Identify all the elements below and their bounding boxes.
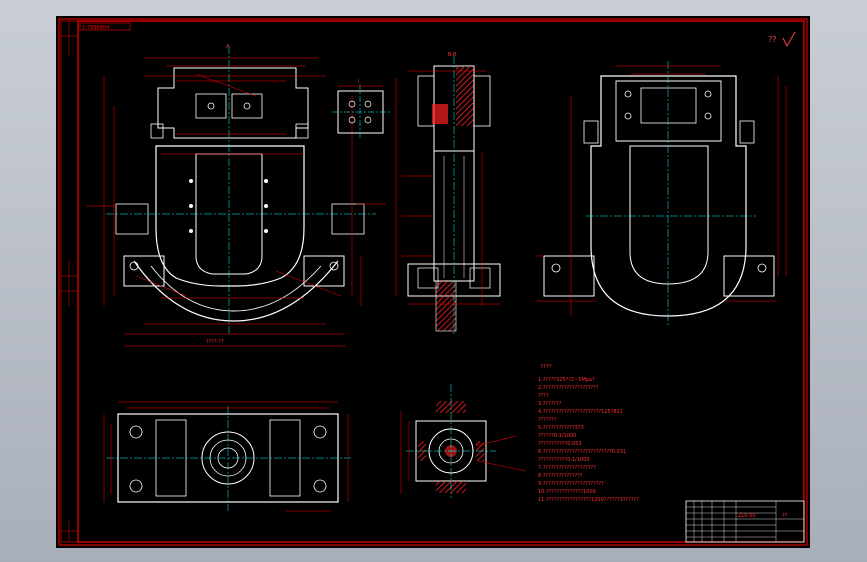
roughness-symbol [782,31,796,48]
technical-notes: ???? 1.?????325??2~5Mpa? 2.?????????????… [538,364,639,503]
small-detail-label: I [358,79,359,85]
title-block: ZL0-00 ?? [685,500,805,543]
note-line: 11.?????????????????1200??????3?????? [538,497,639,503]
plan-view [103,401,351,512]
note-line: 9.??????????????????????? [538,481,604,487]
right-side-view [536,61,787,326]
note-line: ???? [538,393,549,399]
small-detail-view: I [332,79,390,140]
note-line: 10.??????????????1000 [538,489,596,495]
note-line: 8.??????????????? [538,473,583,479]
drawing-number: ZL0-00 [738,513,756,519]
note-line: ???????????0.1/1000 [538,457,590,463]
section-side-view: B-B [395,52,501,336]
title-tab [79,22,131,31]
note-line: ???????????0.053 [538,441,582,447]
note-line: ??????0.1/1000 [538,433,576,439]
note-line: 6.??????????????????????????0.031 [538,449,626,455]
outer-frame [58,18,808,546]
notes-heading: ???? [540,364,552,370]
note-line: ??????? [538,417,557,423]
left-strip [60,20,79,543]
note-line: 3.??????? [538,401,562,407]
note-line: 5.????????????3?3 [538,425,584,431]
note-line: 1.?????325??2~5Mpa? [538,377,595,383]
note-line: 7.???????????????????? [538,465,596,471]
note-line: 2.????????????????????? [538,385,599,391]
drawing-sheet: 1-7896804 ?? [56,16,810,548]
front-view-section-label: A [226,44,230,50]
cad-drawing: 1-7896804 ?? [58,18,808,546]
corner-mark: ?? [768,35,777,44]
bearing-section-view [400,384,527,498]
front-view: ????-?? A [86,44,386,347]
front-view-bottom-dim: ????-?? [206,339,224,345]
title-tab-label: 1-7896804 [82,25,109,31]
sheet-label: ?? [782,513,788,519]
section-title: B-B [448,52,457,58]
note-line: 4.??????????????????????125?821 [538,409,623,415]
